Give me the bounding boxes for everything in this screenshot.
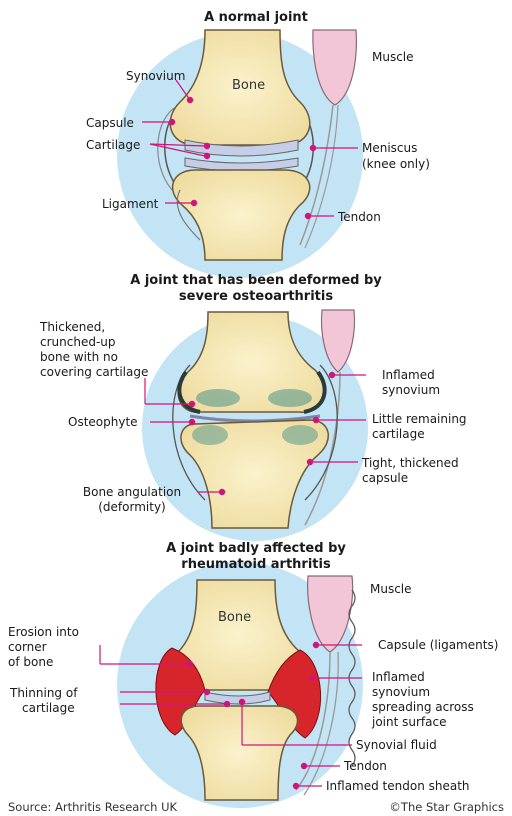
ligament-label: Ligament	[102, 197, 158, 211]
synovium-label: Synovium	[126, 69, 185, 83]
panel2-title-line1: A joint that has been deformed by	[0, 273, 512, 289]
thinning-label-2: cartilage	[22, 701, 75, 715]
inflamed-tendon-sheath-label: Inflamed tendon sheath	[326, 779, 470, 793]
thickened-label-3: bone with no	[40, 350, 118, 364]
little-cartilage-label-2: cartilage	[372, 427, 425, 441]
graphics-credit: ©The Star Graphics	[389, 800, 504, 814]
thinning-label-1: Thinning of	[10, 686, 77, 700]
capsule-label: Capsule	[86, 116, 134, 130]
erosion-label-1: Erosion into	[8, 625, 79, 639]
capsule-ligaments-label: Capsule (ligaments)	[378, 638, 498, 652]
inflamed-synovium-label-2: synovium	[382, 383, 440, 397]
thickened-label-4: covering cartilage	[40, 365, 148, 379]
osteophyte-label: Osteophyte	[68, 415, 138, 429]
inflamed-synovium-label-1: Inflamed	[382, 368, 435, 382]
panel-rheumatoid-joint	[117, 562, 363, 808]
tight-capsule-label-2: capsule	[362, 471, 408, 485]
thickened-label-2: crunched-up	[40, 335, 116, 349]
erosion-label-2: corner	[8, 640, 47, 654]
little-cartilage-label-1: Little remaining	[372, 412, 467, 426]
bone-label: Bone	[218, 610, 251, 625]
inflamed-synovium-label-4: joint surface	[372, 715, 446, 729]
meniscus-label: Meniscus	[362, 141, 417, 155]
bone-label: Bone	[232, 78, 265, 93]
angulation-label-2: (deformity)	[70, 500, 194, 514]
inflamed-synovium-label-2: synovium	[372, 685, 430, 699]
synovial-fluid-label: Synovial fluid	[356, 738, 437, 752]
inflamed-synovium-label-3: spreading across	[372, 700, 474, 714]
tendon-label: Tendon	[338, 210, 381, 224]
panel-normal-joint	[117, 30, 363, 278]
panel3-title-line1: A joint badly affected by	[0, 541, 512, 557]
panel2-title-line2: severe osteoarthritis	[0, 289, 512, 305]
thickened-label-1: Thickened,	[40, 320, 105, 334]
inflamed-synovium-label-1: Inflamed	[372, 670, 425, 684]
cartilage-label: Cartilage	[86, 138, 140, 152]
panel1-title: A normal joint	[0, 10, 512, 26]
tendon-label: Tendon	[344, 759, 387, 773]
tight-capsule-label-1: Tight, thickened	[362, 456, 459, 470]
angulation-label-1: Bone angulation	[70, 485, 194, 499]
muscle-label: Muscle	[372, 50, 414, 64]
meniscus-note: (knee only)	[362, 157, 430, 171]
source-credit: Source: Arthritis Research UK	[8, 800, 177, 814]
panel3-title-line2: rheumatoid arthritis	[0, 557, 512, 573]
erosion-label-3: of bone	[8, 655, 53, 669]
muscle-label: Muscle	[370, 582, 412, 596]
